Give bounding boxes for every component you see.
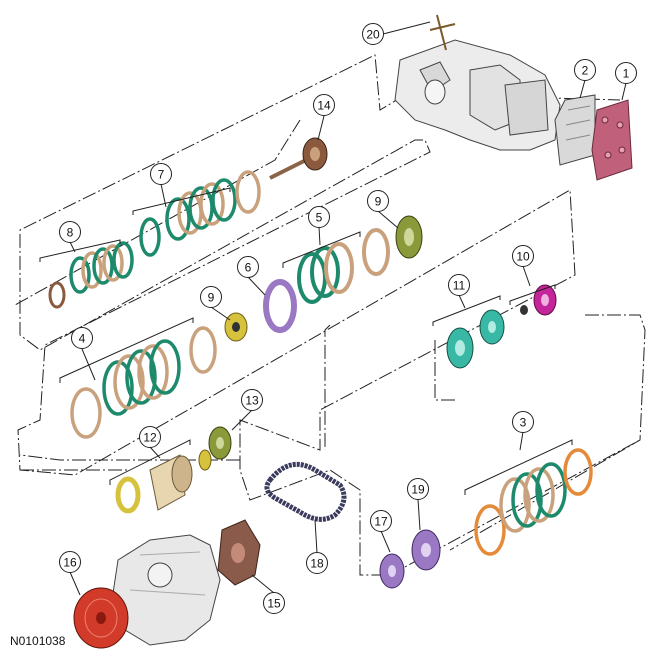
svg-text:1: 1 bbox=[623, 67, 630, 81]
planetary-gear-9-upper bbox=[395, 215, 423, 259]
svg-text:7: 7 bbox=[158, 168, 165, 182]
callout-13: 13 bbox=[241, 389, 263, 411]
svg-text:9: 9 bbox=[375, 195, 382, 209]
input-shaft bbox=[269, 137, 328, 180]
svg-text:5: 5 bbox=[316, 211, 323, 225]
clutch-pack-5 bbox=[297, 228, 390, 304]
transmission-case-bottom bbox=[111, 534, 221, 646]
callout-3: 3 bbox=[512, 411, 534, 433]
svg-text:17: 17 bbox=[374, 515, 388, 529]
callout-10: 10 bbox=[512, 245, 534, 267]
callout-11: 11 bbox=[448, 274, 470, 296]
valve-body-cover bbox=[591, 99, 633, 181]
torque-converter-16 bbox=[73, 587, 129, 649]
callout-18: 18 bbox=[306, 552, 328, 574]
svg-text:2: 2 bbox=[582, 64, 589, 78]
callout-7: 7 bbox=[150, 163, 172, 185]
planet-carrier-11 bbox=[446, 309, 505, 369]
callout-2: 2 bbox=[574, 59, 596, 81]
svg-text:11: 11 bbox=[453, 279, 466, 293]
svg-text:8: 8 bbox=[67, 226, 74, 240]
svg-text:12: 12 bbox=[143, 431, 157, 445]
svg-text:15: 15 bbox=[267, 597, 281, 611]
drive-chain-18 bbox=[264, 461, 347, 522]
clutch-pack-7 bbox=[139, 170, 261, 257]
callout-1: 1 bbox=[615, 62, 637, 84]
callout-9-upper: 9 bbox=[367, 190, 389, 212]
svg-text:18: 18 bbox=[310, 557, 324, 571]
svg-text:9: 9 bbox=[208, 291, 215, 305]
callout-15: 15 bbox=[263, 592, 285, 614]
leader-lines bbox=[69, 21, 627, 596]
callouts: 1 2 3 4 5 6 7 8 9 9 10 11 12 13 14 15 16… bbox=[59, 23, 637, 614]
svg-text:16: 16 bbox=[63, 556, 77, 570]
planetary-gear-9-lower bbox=[224, 312, 248, 342]
clutch-pack-3 bbox=[474, 448, 593, 556]
callout-16: 16 bbox=[59, 551, 81, 573]
valve-body bbox=[554, 94, 596, 166]
svg-text:13: 13 bbox=[245, 394, 259, 408]
callout-17: 17 bbox=[370, 510, 392, 532]
figure-id-label: N0101038 bbox=[10, 634, 66, 648]
ring-gear-6 bbox=[263, 279, 297, 333]
clutch-pack-8 bbox=[48, 241, 134, 309]
svg-text:19: 19 bbox=[411, 483, 425, 497]
callout-5: 5 bbox=[308, 206, 330, 228]
planetary-assembly-12 bbox=[115, 449, 212, 514]
svg-text:4: 4 bbox=[79, 332, 86, 346]
callout-14: 14 bbox=[313, 94, 335, 116]
drive-sprocket-17 bbox=[379, 553, 405, 589]
svg-text:6: 6 bbox=[245, 261, 252, 275]
svg-text:10: 10 bbox=[516, 250, 530, 264]
callout-12: 12 bbox=[139, 426, 161, 448]
svg-text:14: 14 bbox=[317, 99, 331, 113]
svg-text:3: 3 bbox=[520, 416, 527, 430]
clutch-pack-4 bbox=[70, 326, 217, 439]
callout-9-lower: 9 bbox=[200, 286, 222, 308]
manual-shaft bbox=[429, 14, 456, 51]
callout-6: 6 bbox=[237, 256, 259, 278]
svg-text:20: 20 bbox=[366, 28, 380, 42]
group-brackets bbox=[39, 187, 573, 495]
sun-gear-10 bbox=[520, 284, 557, 316]
callout-8: 8 bbox=[59, 221, 81, 243]
callout-4: 4 bbox=[71, 327, 93, 349]
sun-gear-13 bbox=[208, 426, 232, 460]
transmission-case-top bbox=[394, 39, 561, 151]
driven-sprocket-19 bbox=[411, 529, 441, 571]
callout-20: 20 bbox=[362, 23, 384, 45]
callout-19: 19 bbox=[407, 478, 429, 500]
oil-pump-15 bbox=[217, 519, 261, 586]
